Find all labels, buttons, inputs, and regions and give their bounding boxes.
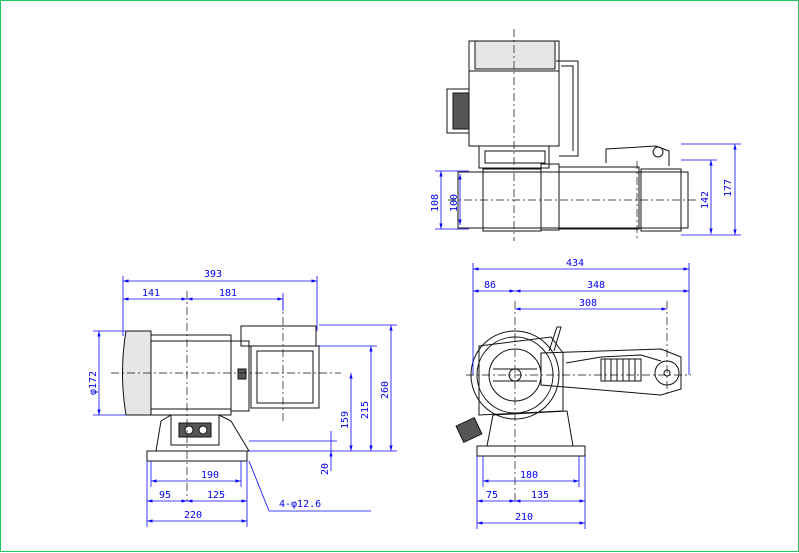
dim-180: 180 bbox=[520, 470, 538, 481]
dim-159: 159 bbox=[340, 411, 351, 429]
dim-260: 260 bbox=[380, 381, 391, 399]
dim-177: 177 bbox=[723, 179, 734, 197]
front-view: 393 141 181 φ172 159 215 260 20 190 95 1… bbox=[88, 269, 397, 527]
dim-100: 100 bbox=[449, 194, 460, 212]
dim-393: 393 bbox=[204, 269, 222, 280]
dim-75: 75 bbox=[486, 490, 498, 501]
dim-dia172: φ172 bbox=[88, 371, 99, 395]
motor-body-front bbox=[150, 334, 232, 416]
dim-215: 215 bbox=[360, 401, 371, 419]
dim-108: 108 bbox=[430, 194, 441, 212]
dim-308: 308 bbox=[579, 298, 597, 309]
dim-142: 142 bbox=[700, 191, 711, 209]
dim-125: 125 bbox=[207, 490, 225, 501]
dim-20: 20 bbox=[320, 463, 331, 475]
dim-220: 220 bbox=[184, 510, 202, 521]
dim-181: 181 bbox=[219, 288, 237, 299]
dim-95: 95 bbox=[159, 490, 171, 501]
belt-arm bbox=[540, 348, 682, 396]
dim-86: 86 bbox=[484, 280, 496, 291]
dim-holes: 4-φ12.6 bbox=[279, 499, 321, 510]
dim-210: 210 bbox=[515, 512, 533, 523]
dim-434: 434 bbox=[566, 258, 584, 269]
side-view: 434 86 348 308 180 75 135 210 bbox=[455, 258, 691, 529]
dim-135: 135 bbox=[531, 490, 549, 501]
dim-190: 190 bbox=[201, 470, 219, 481]
dim-348: 348 bbox=[587, 280, 605, 291]
top-view: 108 100 142 177 bbox=[430, 29, 741, 241]
dim-141: 141 bbox=[142, 288, 160, 299]
